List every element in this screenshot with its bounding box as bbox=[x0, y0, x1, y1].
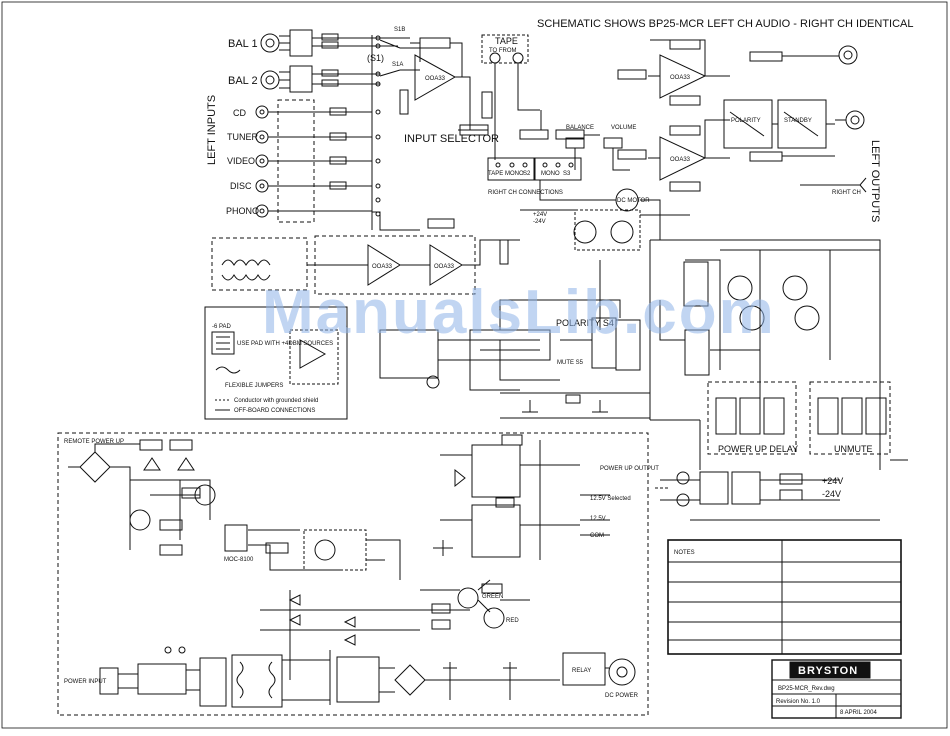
titleblock-date: 8 APRIL 2004 bbox=[840, 710, 877, 716]
opamp-buffer1-label: OOA33 bbox=[670, 75, 691, 81]
notes-heading: NOTES bbox=[674, 550, 695, 556]
switch-s1b: S1B bbox=[394, 27, 405, 33]
output-12v5: 12.5V bbox=[590, 516, 606, 522]
titleblock-revision: Revision No. 1.0 bbox=[776, 699, 821, 705]
power-up-output: POWER UP OUTPUT bbox=[600, 466, 659, 472]
opamp-input bbox=[414, 54, 457, 101]
label-bal1: BAL 1 bbox=[228, 38, 258, 50]
opamp-input-label: OOA33 bbox=[425, 76, 446, 82]
legend-pad-note: USE PAD WITH +4DBM SOURCES bbox=[237, 341, 333, 347]
tape-mode-s3: S3 bbox=[563, 171, 571, 177]
mute-label: MUTE S5 bbox=[557, 360, 584, 366]
label-tuner: TUNER bbox=[227, 132, 258, 142]
label-video: VIDEO bbox=[227, 156, 255, 166]
legend-pad: -6 PAD bbox=[212, 324, 232, 330]
opamp-phono2-label: OOA33 bbox=[434, 264, 455, 270]
titleblock-brand: BRYSTON bbox=[798, 665, 858, 677]
bal1-jack bbox=[260, 33, 280, 53]
power-input-label: POWER INPUT bbox=[64, 679, 107, 685]
label-phono: PHONO bbox=[226, 206, 259, 216]
legend-jumpers: FLEXIBLE JUMPERS bbox=[225, 383, 283, 389]
switch-s1a: S1A bbox=[392, 62, 403, 68]
bal2-jack bbox=[260, 70, 280, 90]
rca-jack-disc bbox=[255, 179, 269, 193]
volume-label: VOLUME bbox=[611, 125, 636, 131]
tape-mode-mono2: MONO bbox=[541, 171, 560, 177]
tape-mode-mono: MONO bbox=[505, 171, 524, 177]
dc-power-label: DC POWER bbox=[605, 693, 639, 699]
tape-mode-s2: S2 bbox=[523, 171, 531, 177]
legend-offboard: OFF-BOARD CONNECTIONS bbox=[234, 408, 315, 414]
remote-power-up: REMOTE POWER UP bbox=[64, 439, 124, 445]
tape-mode-tape: TAPE bbox=[488, 171, 503, 177]
rail-plus-24v-top: +24V bbox=[533, 212, 547, 218]
switch-s1: (S1) bbox=[367, 53, 384, 63]
rail-minus-24v: -24V bbox=[822, 489, 841, 499]
opamp-phono1-label: OOA33 bbox=[372, 264, 393, 270]
tape-sublabel: TO FROM bbox=[489, 48, 517, 54]
label-cd: CD bbox=[233, 108, 246, 118]
rca-jack-video bbox=[255, 154, 269, 168]
input-selector-label: INPUT SELECTOR bbox=[404, 133, 499, 145]
rail-minus-24v-top: -24V bbox=[533, 219, 546, 225]
unmute-label: UNMUTE bbox=[834, 444, 873, 454]
rail-plus-24v: +24V bbox=[822, 476, 843, 486]
opamp-buffer2-label: OOA33 bbox=[670, 157, 691, 163]
left-outputs-label: LEFT OUTPUTS bbox=[869, 140, 881, 222]
moc-label: MOC-8100 bbox=[224, 557, 254, 563]
watermark: ManualsLib.com bbox=[262, 278, 776, 347]
output-12v5-selected: 12.5V Selected bbox=[590, 496, 631, 502]
led-red-label: RED bbox=[506, 618, 519, 624]
right-ch-connections: RIGHT CH CONNECTIONS bbox=[488, 190, 563, 196]
label-disc: DISC bbox=[230, 181, 252, 191]
right-ch-label: RIGHT CH bbox=[832, 190, 861, 196]
tape-label: TAPE bbox=[495, 36, 518, 46]
output-rca-jack bbox=[845, 110, 865, 130]
polarity-switch-label: POLARITY S4 bbox=[556, 318, 614, 328]
led-green-label: GREEN bbox=[482, 594, 503, 600]
rca-jack-cd bbox=[255, 105, 269, 119]
standby-label: STANDBY bbox=[784, 118, 812, 124]
output-com: COM bbox=[590, 533, 604, 539]
header-title: SCHEMATIC SHOWS BP25-MCR LEFT CH AUDIO -… bbox=[537, 18, 914, 30]
polarity-label: POLARITY bbox=[731, 118, 761, 124]
titleblock-file: BP25-MCR_Rev.dwg bbox=[778, 686, 835, 692]
relay-label: RELAY bbox=[572, 668, 591, 674]
legend-shield: Conductor with grounded shield bbox=[234, 398, 318, 404]
balance-label: BALANCE bbox=[566, 125, 594, 131]
motor-label: DC MOTOR bbox=[617, 198, 650, 204]
left-inputs-label: LEFT INPUTS bbox=[206, 95, 218, 165]
output-xlr-jack bbox=[838, 45, 858, 65]
label-bal2: BAL 2 bbox=[228, 75, 258, 87]
power-up-delay-label: POWER UP DELAY bbox=[718, 444, 798, 454]
